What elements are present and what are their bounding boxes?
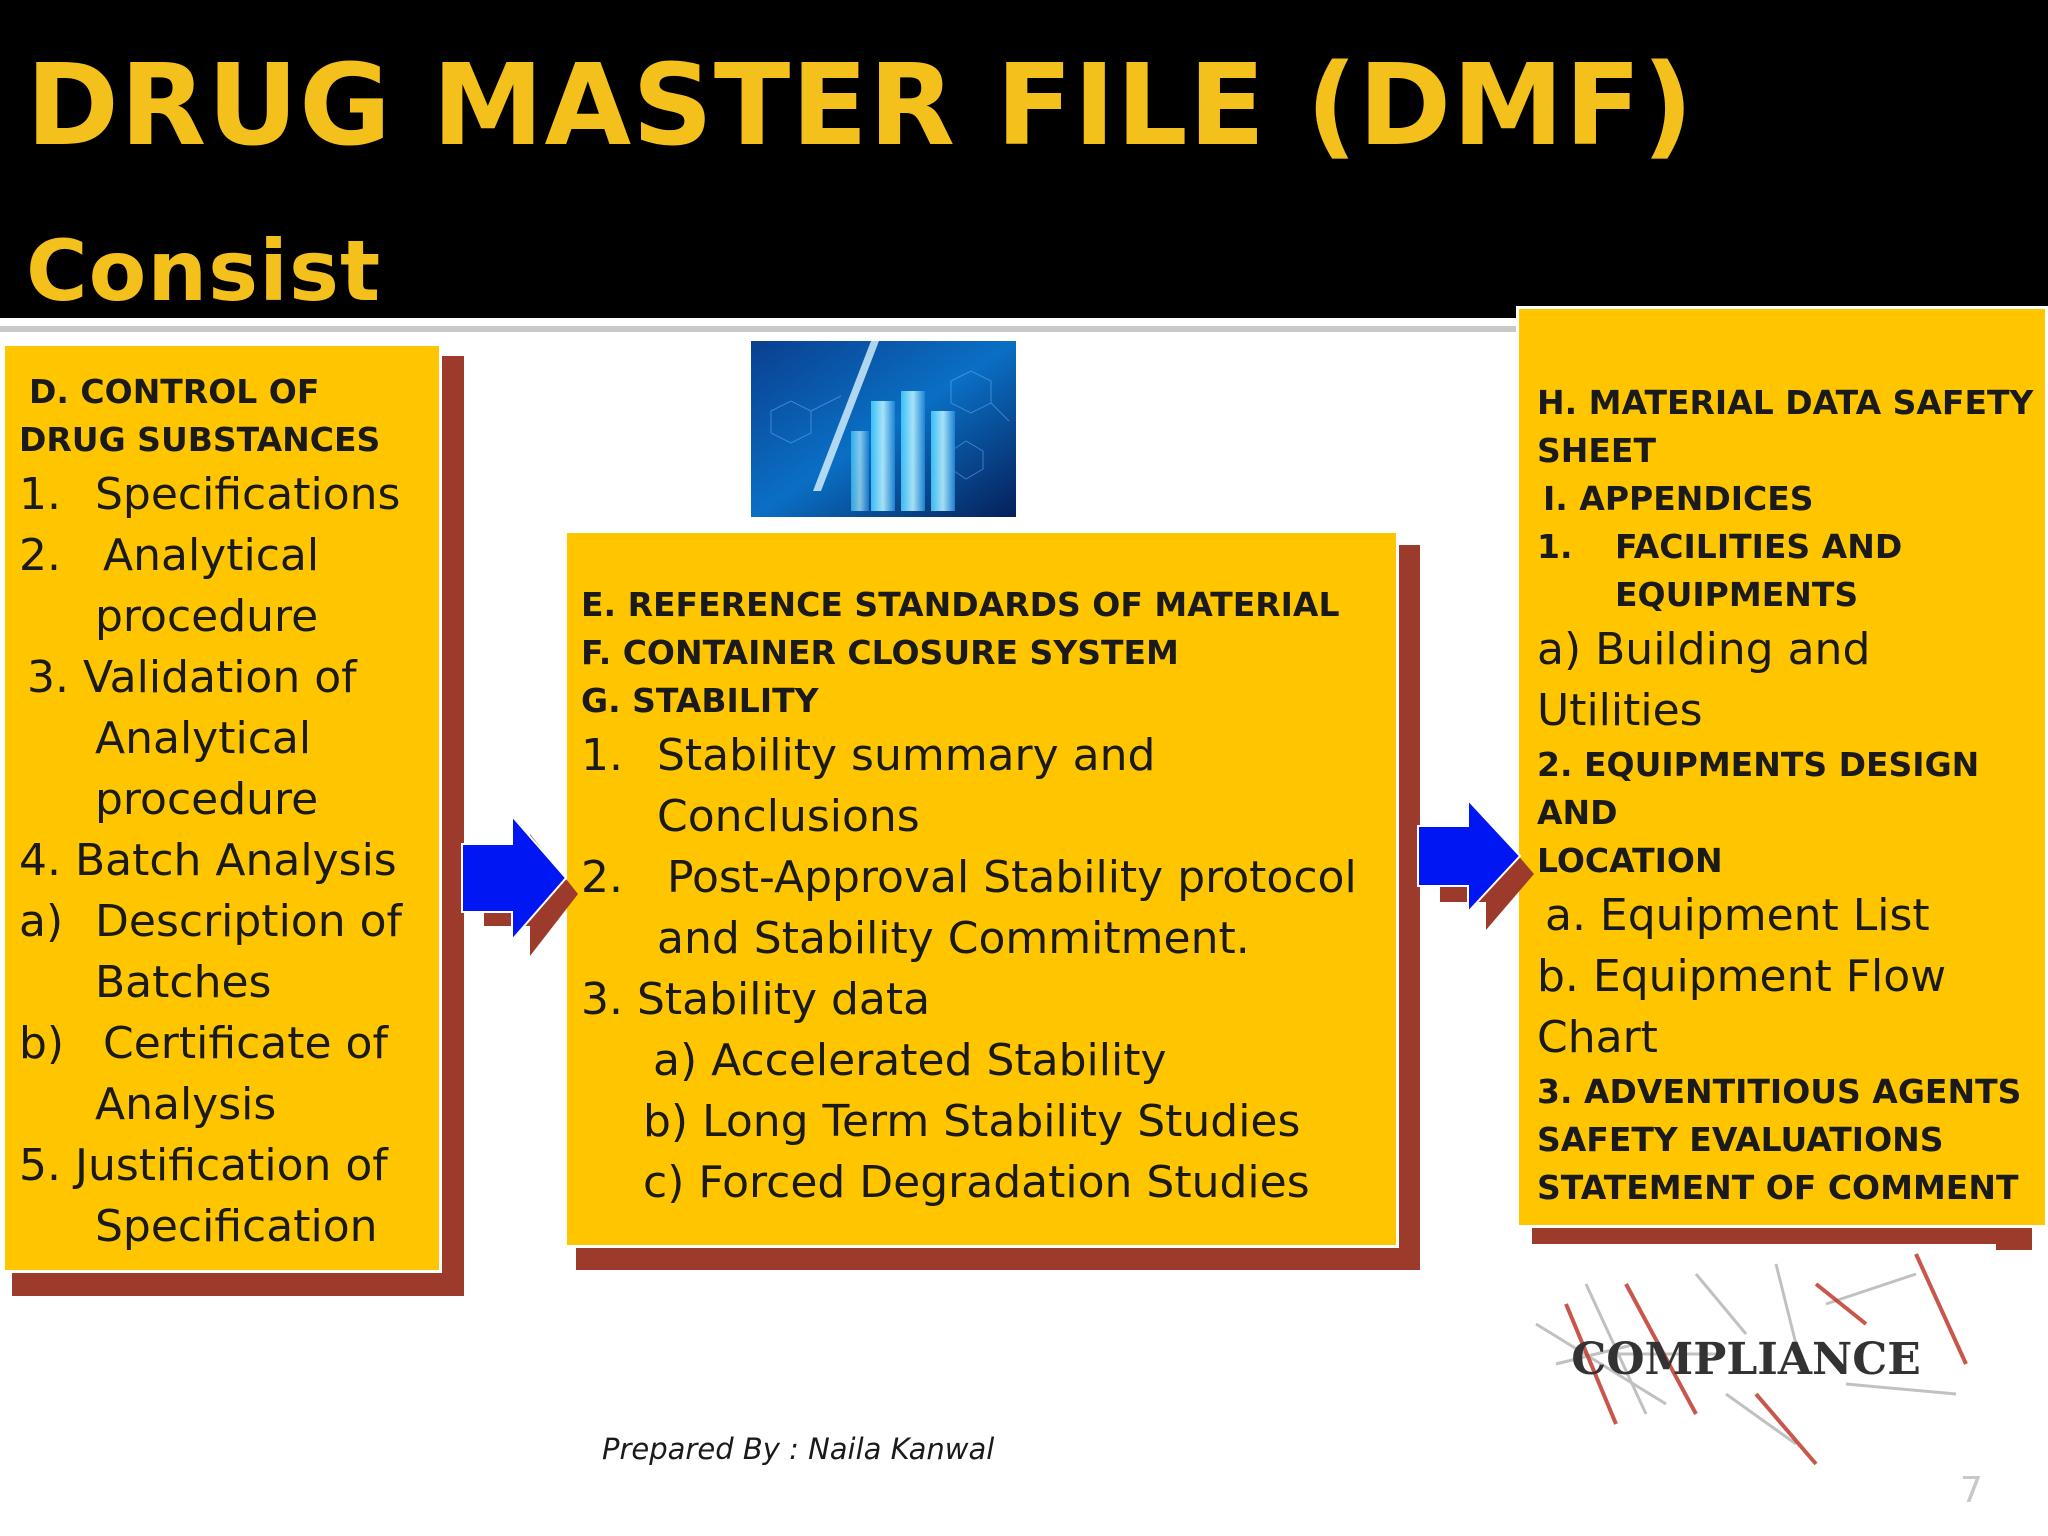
list-item: 1.FACILITIES AND	[1537, 527, 1903, 566]
list-item: a. Equipment List	[1545, 890, 1930, 941]
arrow-right-icon	[461, 816, 578, 956]
right-box: H. MATERIAL DATA SAFETY SHEET I. APPENDI…	[1516, 306, 2048, 1228]
left-box-shadow-bottom	[12, 1272, 464, 1296]
middle-box-shadow-bottom	[576, 1246, 1420, 1270]
compliance-word-cloud-image: COMPLIANCE	[1496, 1244, 1996, 1476]
list-item: c) Forced Degradation Studies	[643, 1157, 1310, 1208]
compliance-word: COMPLIANCE	[1571, 1334, 1921, 1385]
list-item: b) Long Term Stability Studies	[643, 1096, 1301, 1147]
list-item: 3. Stability data	[581, 974, 931, 1025]
arrow-right-icon	[1417, 800, 1534, 930]
prepared-by-credit: Prepared By : Naila Kanwal	[602, 1432, 995, 1466]
list-item: a) Accelerated Stability	[653, 1035, 1167, 1086]
list-item: 1.Specifications	[19, 469, 401, 520]
right-equipment-heading: 2. EQUIPMENTS DESIGN AND LOCATION	[1537, 745, 1980, 880]
right-headings: H. MATERIAL DATA SAFETY SHEET I. APPENDI…	[1537, 379, 2045, 619]
middle-headings: E. REFERENCE STANDARDS OF MATERIAL F. CO…	[581, 585, 1340, 720]
list-item: b)Certificate of	[19, 1018, 388, 1069]
list-item: 4. Batch Analysis	[19, 835, 397, 886]
middle-list: 1.Stability summary and Conclusions 2.Po…	[581, 725, 1396, 1213]
left-box: D. CONTROL OF DRUG SUBSTANCES 1.Specific…	[2, 343, 442, 1273]
list-item: 5. Justification of	[19, 1140, 388, 1191]
list-item: 2.Analytical	[19, 530, 320, 581]
science-lab-image	[751, 341, 1016, 517]
title-consist-text: Consist	[26, 222, 382, 320]
left-list: 1.Specifications 2.Analytical procedure …	[19, 464, 439, 1257]
title-divider	[0, 326, 1518, 332]
list-item: a)Description of	[19, 896, 402, 947]
title-bar	[0, 0, 2048, 318]
right-safety-heading: 3. ADVENTITIOUS AGENTS SAFETY EVALUATION…	[1537, 1072, 2022, 1207]
left-box-shadow	[440, 356, 464, 1296]
page-number: 7	[1960, 1470, 1983, 1511]
left-heading: D. CONTROL OF DRUG SUBSTANCES	[19, 372, 381, 459]
list-item: a) Building and Utilities	[1537, 624, 1871, 736]
list-item: 2.Post-Approval Stability protocol	[581, 852, 1357, 903]
middle-box: E. REFERENCE STANDARDS OF MATERIAL F. CO…	[564, 530, 1399, 1248]
right-equipment-list: a. Equipment List b. Equipment Flow Char…	[1537, 885, 2045, 1068]
list-item: 1.Stability summary and	[581, 730, 1156, 781]
middle-box-shadow	[1396, 545, 1420, 1270]
list-item: b. Equipment Flow	[1537, 951, 1947, 1002]
title-main-text: DRUG MASTER FILE (DMF)	[26, 41, 1695, 171]
list-item: 3. Validation of	[27, 652, 357, 703]
